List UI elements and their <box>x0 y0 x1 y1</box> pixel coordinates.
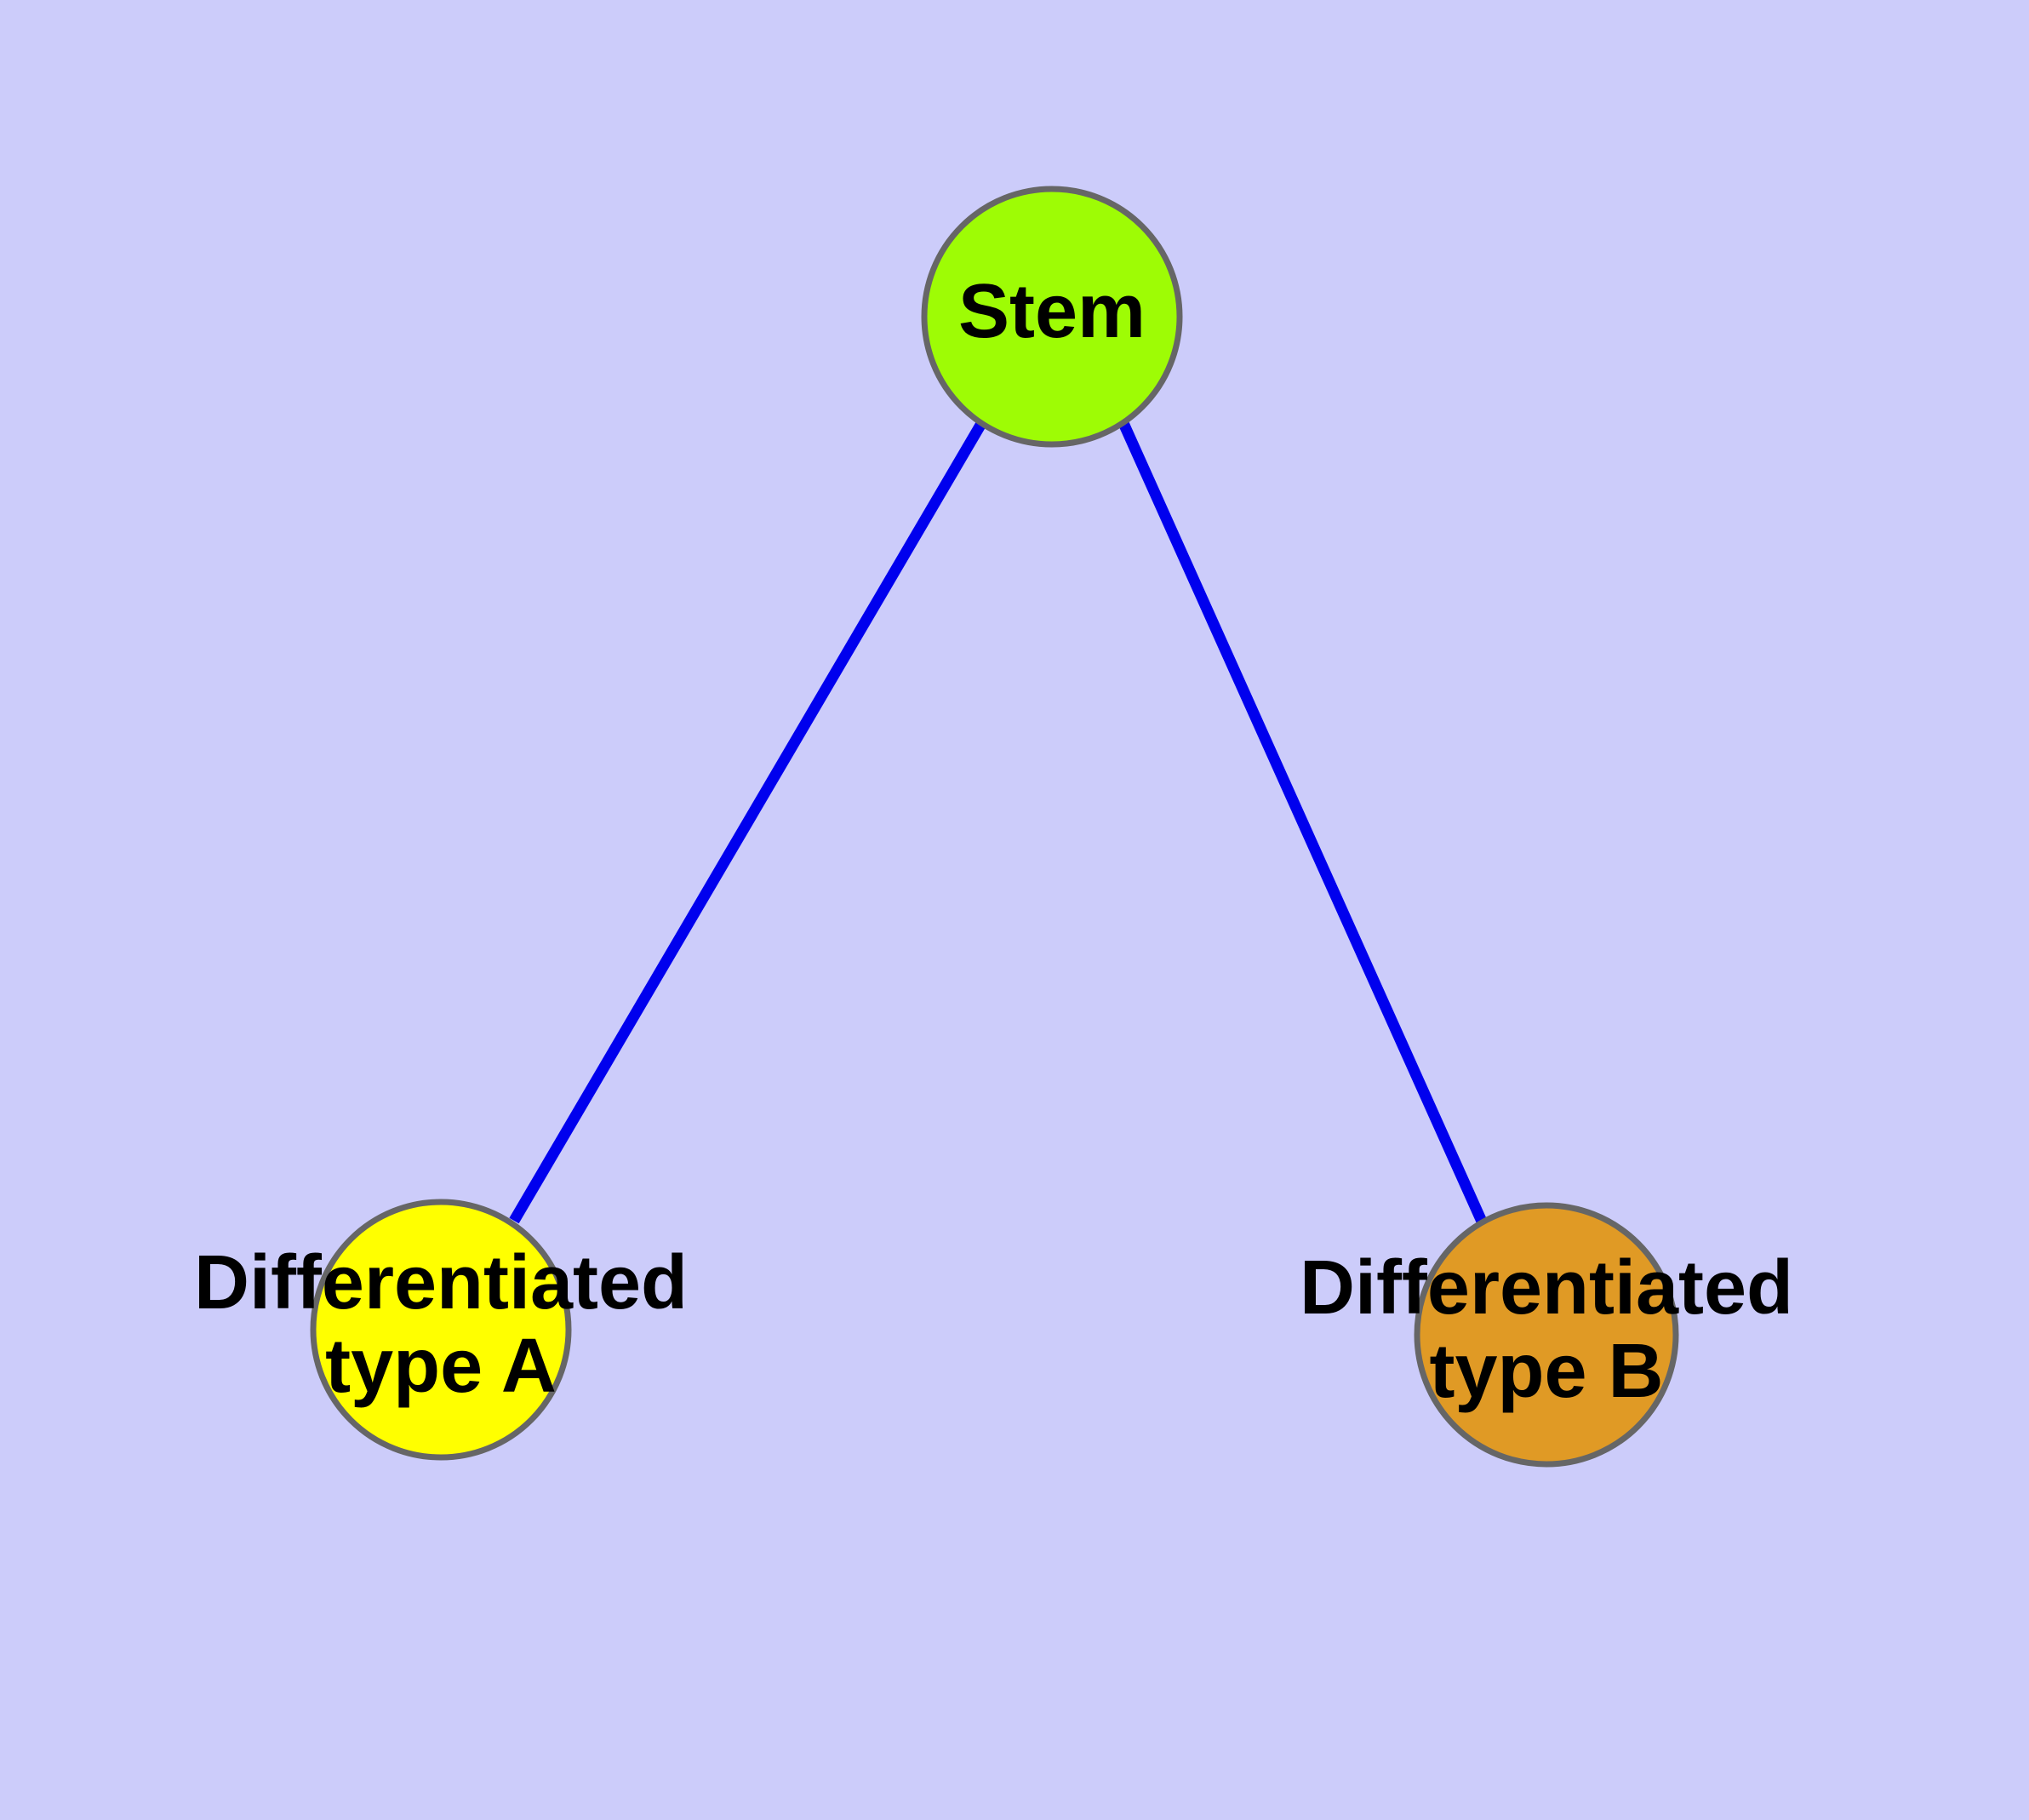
node-layer <box>310 186 1679 1468</box>
edge-stem-to-type-a[interactable] <box>509 419 987 1224</box>
node-stem[interactable] <box>921 186 1183 448</box>
node-type-a-label-line-1: type A <box>325 1324 557 1409</box>
node-type-b-label-line-1: type B <box>1429 1329 1663 1414</box>
node-type-a-circle[interactable] <box>310 1199 572 1461</box>
node-type-a-label-line-0: Differentiated <box>194 1240 688 1325</box>
edge-layer <box>509 419 1488 1226</box>
node-type-a[interactable] <box>310 1199 572 1461</box>
node-type-b-label-line-0: Differentiated <box>1300 1245 1793 1331</box>
node-stem-circle[interactable] <box>921 186 1183 448</box>
node-type-b-circle[interactable] <box>1414 1202 1679 1468</box>
edge-stem-to-type-b[interactable] <box>1118 421 1488 1226</box>
node-stem-label-line-0: Stem <box>958 269 1146 354</box>
node-type-b[interactable] <box>1414 1202 1679 1468</box>
node-stem-label: Stem <box>958 269 1146 354</box>
